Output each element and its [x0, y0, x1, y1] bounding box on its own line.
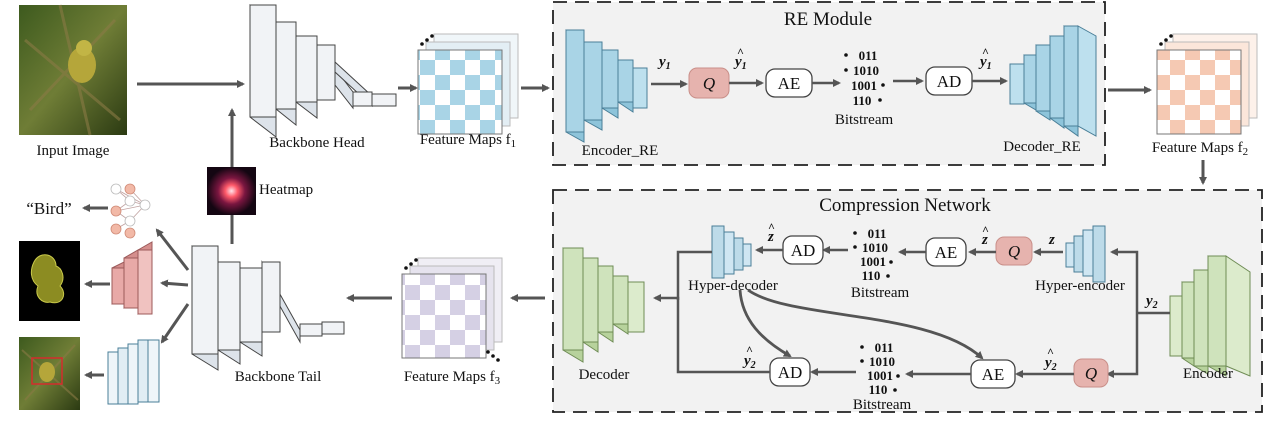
arrow-hyper-dec-to-ae: [747, 288, 984, 360]
backbone-head-label: Backbone Head: [269, 135, 365, 151]
encoder-block: [1169, 255, 1251, 377]
z-hat-out-mark: ^: [768, 220, 775, 234]
svg-text:AE: AE: [982, 365, 1005, 384]
arrow-y2-to-hyper-encoder: [1110, 248, 1139, 313]
svg-text:110: 110: [853, 93, 872, 108]
y2-hat-out-label: y2: [742, 353, 756, 371]
z-hat-out-label: z: [767, 229, 774, 245]
z-label: z: [1048, 232, 1055, 248]
hyper-arithmetic-decoder: AD: [782, 235, 824, 265]
decoder-re-block: [1009, 25, 1097, 137]
feature-maps-f2: [1156, 33, 1258, 135]
re-bitstream: 011 1010 1001 110: [844, 48, 885, 108]
decoder-re-label: Decoder_RE: [1003, 139, 1080, 155]
backbone-tail-block: [191, 245, 345, 371]
detection-image: [19, 337, 80, 410]
arrow-tail-to-classifier: [155, 228, 190, 271]
input-image-label: Input Image: [37, 143, 110, 159]
svg-text:110: 110: [862, 268, 881, 283]
svg-text:AE: AE: [778, 74, 801, 93]
svg-text:AD: AD: [937, 72, 962, 91]
svg-text:110: 110: [869, 382, 888, 397]
main-bitstream: 011 1010 1001 110: [860, 340, 900, 397]
arrow-y2-to-q: [1106, 313, 1139, 378]
feature-maps-f3: [401, 257, 503, 362]
decoder-label: Decoder: [579, 367, 630, 383]
bird-label: “Bird”: [26, 199, 71, 218]
feature-maps-f1-label: Feature Maps f1: [420, 132, 516, 150]
re-module-title: RE Module: [784, 9, 872, 30]
svg-text:AE: AE: [935, 243, 958, 262]
main-bitstream-label: Bitstream: [853, 397, 912, 413]
re-arithmetic-decoder: AD: [925, 66, 973, 96]
svg-text:1001: 1001: [860, 254, 886, 269]
svg-text:011: 011: [868, 226, 887, 241]
heatmap-label: Heatmap: [259, 182, 313, 198]
re-y1-hat-out-mark: ^: [982, 45, 989, 59]
svg-text:1010: 1010: [853, 63, 879, 78]
hyper-arithmetic-encoder: AE: [925, 237, 967, 267]
svg-text:011: 011: [859, 48, 878, 63]
y2-label-right: y2: [1144, 293, 1158, 311]
input-image: [19, 4, 127, 136]
svg-text:Q: Q: [703, 74, 715, 93]
detection-head: [107, 339, 160, 405]
segmentation-head: [111, 241, 153, 315]
compression-title: Compression Network: [819, 195, 991, 216]
backbone-tail-label: Backbone Tail: [235, 369, 322, 385]
heatmap-image: [207, 167, 256, 215]
main-arithmetic-decoder: AD: [769, 357, 811, 387]
segmentation-mask: [19, 241, 80, 321]
svg-text:AD: AD: [791, 241, 816, 260]
svg-text:1010: 1010: [869, 354, 895, 369]
encoder-re-block: [565, 29, 648, 143]
decoder-block: [562, 247, 645, 363]
re-y1-label: y1: [657, 54, 671, 72]
arrow-hyper-dec-to-ad: [738, 289, 792, 358]
svg-text:Q: Q: [1085, 364, 1097, 383]
hyper-decoder-label: Hyper-decoder: [688, 278, 778, 294]
svg-text:1001: 1001: [851, 78, 877, 93]
hyper-bitstream-label: Bitstream: [851, 285, 910, 301]
feature-maps-f2-label: Feature Maps f2: [1152, 140, 1248, 158]
re-arithmetic-encoder: AE: [765, 68, 813, 98]
re-y1-hat-out-label: y1: [978, 54, 992, 72]
main-arithmetic-encoder: AE: [970, 359, 1016, 389]
svg-text:AD: AD: [778, 363, 803, 382]
feature-maps-f1: [417, 33, 519, 135]
hyper-decoder-to-decoder-line: [676, 250, 712, 300]
svg-text:011: 011: [875, 340, 894, 355]
z-hat-label: z: [981, 232, 988, 248]
backbone-head-block: [249, 3, 397, 139]
arrow-tail-to-segmenter: [160, 279, 189, 288]
hyper-decoder-block: [711, 225, 752, 279]
re-y1-hat-label: y1: [733, 54, 747, 72]
hyper-encoder-label: Hyper-encoder: [1035, 278, 1125, 294]
hyper-bitstream: 011 1010 1001 110: [853, 226, 893, 283]
main-quantizer: Q: [1073, 358, 1109, 388]
classifier-network: [110, 183, 151, 239]
arrow-ad-to-decoder-main: [653, 294, 770, 374]
svg-text:1010: 1010: [862, 240, 888, 255]
encoder-label: Encoder: [1183, 366, 1233, 382]
re-bitstream-label: Bitstream: [835, 112, 894, 128]
y2-hat-out-mark: ^: [746, 343, 753, 357]
re-quantizer: Q: [688, 67, 730, 99]
hyper-encoder-block: [1065, 225, 1106, 283]
svg-text:1001: 1001: [867, 368, 893, 383]
y2-hat-label: y2: [1043, 355, 1057, 373]
hyper-quantizer: Q: [995, 236, 1033, 266]
y2-hat-mark: ^: [1047, 345, 1054, 359]
svg-text:Q: Q: [1008, 242, 1020, 261]
arrow-tail-to-detector: [160, 303, 190, 344]
re-y1-hat-mark: ^: [737, 45, 744, 59]
z-hat-mark: ^: [982, 223, 989, 237]
encoder-re-label: Encoder_RE: [582, 143, 659, 159]
feature-maps-f3-label: Feature Maps f3: [404, 369, 501, 387]
